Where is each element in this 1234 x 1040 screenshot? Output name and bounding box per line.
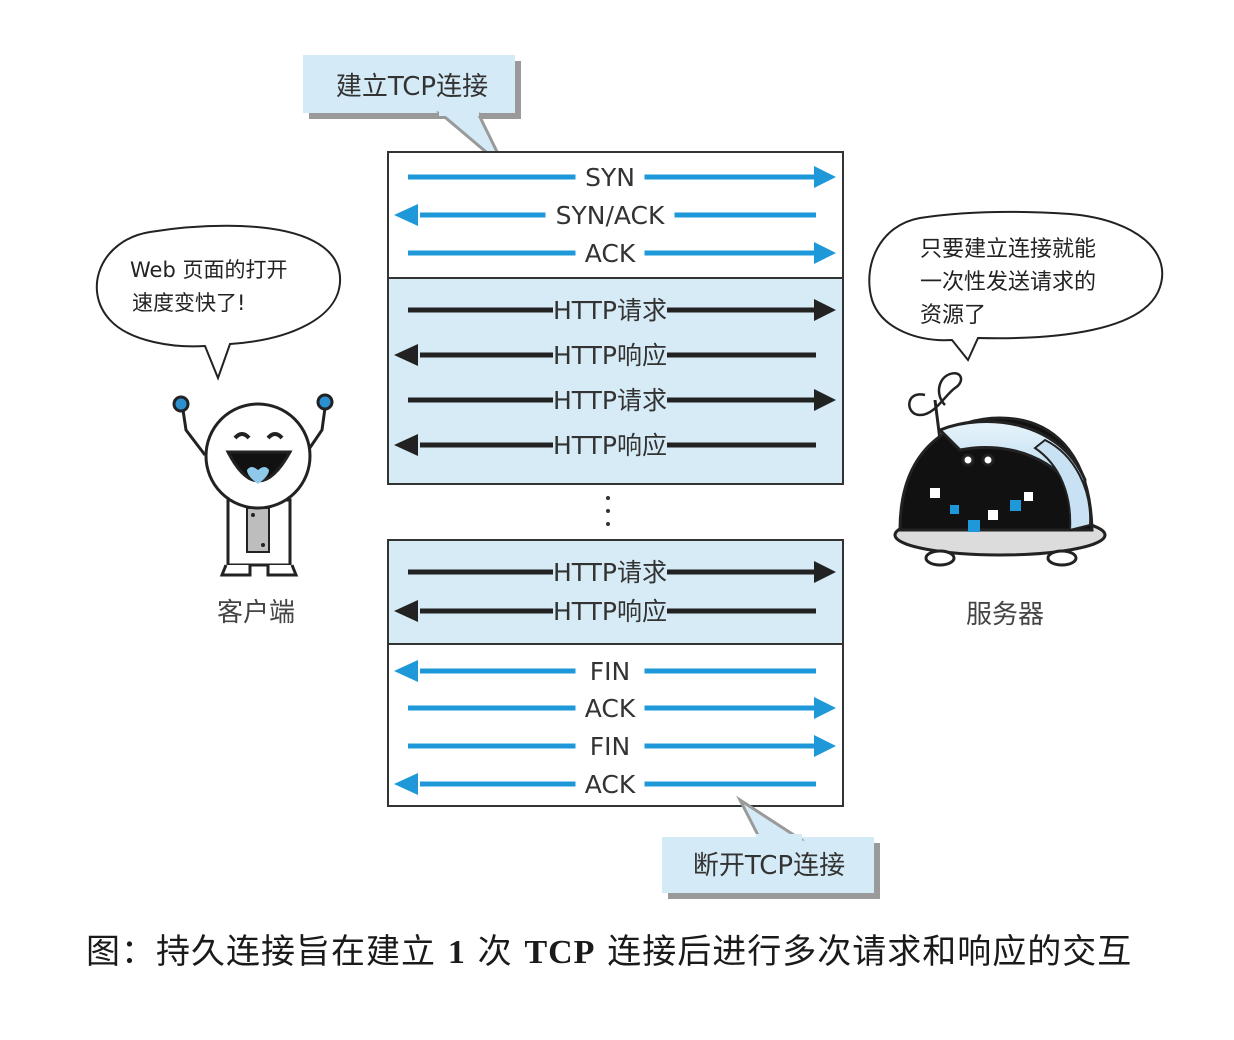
message-label: HTTP请求 (553, 296, 667, 325)
client-robot-icon (172, 393, 334, 577)
message-label: HTTP响应 (553, 341, 667, 370)
client-label: 客户端 (217, 598, 295, 628)
message-label: HTTP请求 (553, 558, 667, 587)
server-robot-icon (893, 371, 1107, 567)
caption-part2: 次 (477, 932, 513, 972)
message-label: HTTP请求 (553, 386, 667, 415)
message-arrow-teardown-4: ACK (394, 770, 816, 799)
arrowhead-right (814, 242, 836, 264)
server-label: 服务器 (966, 600, 1044, 630)
arrowhead-left (394, 773, 418, 795)
message-arrow-http-block-1-1: HTTP请求 (408, 296, 836, 325)
establish-callout-text: 建立TCP连接 (336, 72, 488, 102)
client-speech-bubble: Web 页面的打开 速度变快了! (95, 224, 342, 381)
message-arrow-http-block-2-1: HTTP请求 (408, 558, 836, 587)
caption-part3: 连接后进行多次请求和响应的交互 (607, 932, 1133, 972)
arrowhead-left (394, 434, 418, 456)
close-callout-text: 断开TCP连接 (693, 851, 845, 881)
ellipsis (606, 496, 610, 526)
message-label: FIN (590, 732, 630, 761)
close-callout: 断开TCP连接 (662, 795, 880, 899)
message-label: ACK (585, 239, 636, 268)
message-label: HTTP响应 (553, 597, 667, 626)
figure-caption: 图：持久连接旨在建立 1 次 TCP 连接后进行多次请求和响应的交互 (86, 930, 1166, 975)
arrowhead-left (394, 660, 418, 682)
establish-callout: 建立TCP连接 (303, 55, 521, 170)
server-speech-line1: 只要建立连接就能 (920, 237, 1096, 262)
client-speech-line2: 速度变快了! (132, 291, 245, 315)
message-label: FIN (590, 657, 630, 686)
server-speech-bubble: 只要建立连接就能 一次性发送请求的 资源了 (868, 210, 1164, 362)
message-arrow-teardown-3: FIN (408, 732, 836, 761)
arrowhead-right (814, 697, 836, 719)
message-arrow-teardown-2: ACK (408, 694, 836, 723)
message-label: ACK (585, 694, 636, 723)
arrowhead-left (394, 204, 418, 226)
arrowhead-right (814, 389, 836, 411)
caption-part1: 图：持久连接旨在建立 (86, 932, 436, 972)
caption-tcp: TCP (524, 934, 596, 971)
arrowhead-right (814, 299, 836, 321)
message-arrow-http-block-2-2: HTTP响应 (394, 597, 816, 626)
message-rows: SYN SYN/ACK ACK HTTP请求 HTTP响应 HTTP请求 HTTP响应 HTT… (394, 163, 836, 799)
message-label: SYN/ACK (556, 201, 665, 230)
http-panel-2 (387, 539, 844, 645)
message-arrow-http-block-1-2: HTTP响应 (394, 341, 816, 370)
message-arrow-handshake-2: SYN/ACK (394, 201, 816, 230)
message-label: ACK (585, 770, 636, 799)
client-speech-line1: Web 页面的打开 (130, 258, 287, 282)
message-arrow-handshake-1: SYN (408, 163, 836, 192)
server-speech-line3: 资源了 (920, 303, 986, 328)
message-label: SYN (585, 163, 635, 192)
arrowhead-right (814, 735, 836, 757)
arrowhead-right (814, 561, 836, 583)
message-arrow-handshake-3: ACK (408, 239, 836, 268)
arrowhead-left (394, 344, 418, 366)
arrowhead-right (814, 166, 836, 188)
caption-number: 1 (447, 934, 466, 971)
message-arrow-teardown-1: FIN (394, 657, 816, 686)
message-arrow-http-block-1-3: HTTP请求 (408, 386, 836, 415)
server-speech-line2: 一次性发送请求的 (920, 270, 1096, 295)
message-label: HTTP响应 (553, 431, 667, 460)
message-arrow-http-block-1-4: HTTP响应 (394, 431, 816, 460)
arrowhead-left (394, 600, 418, 622)
